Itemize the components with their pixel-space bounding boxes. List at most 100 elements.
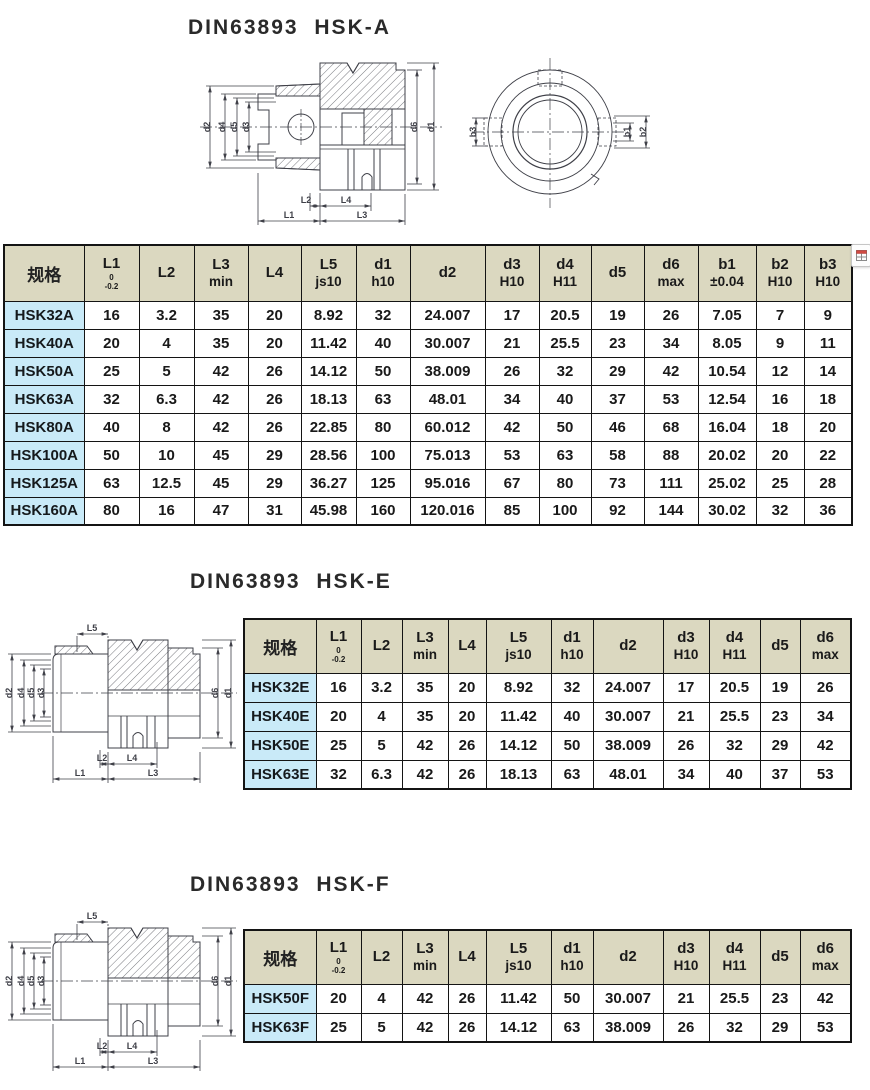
dim-label-d2: d2 — [5, 976, 14, 987]
value-cell: 67 — [484, 468, 540, 498]
value-cell: 4 — [138, 328, 195, 358]
value-cell: 35 — [401, 672, 449, 703]
dim-label-l1: L1 — [284, 210, 295, 220]
value-cell: 40 — [355, 328, 411, 358]
value-cell: 144 — [643, 496, 699, 526]
value-cell: 25 — [755, 468, 805, 498]
value-cell: 28.56 — [300, 440, 357, 470]
value-cell: 16.04 — [697, 412, 757, 442]
value-cell: 10.54 — [697, 356, 757, 386]
value-cell: 3.2 — [138, 300, 195, 330]
value-cell: 28 — [803, 468, 853, 498]
value-cell: 12 — [755, 356, 805, 386]
value-cell: 29 — [590, 356, 645, 386]
dim-label-d5: d5 — [26, 976, 36, 987]
value-cell: 30.007 — [592, 983, 664, 1014]
value-cell: 125 — [355, 468, 411, 498]
value-cell: 16 — [138, 496, 195, 526]
spec-cell: HSK63A — [3, 384, 85, 414]
value-cell: 35 — [193, 300, 249, 330]
value-cell: 11.42 — [485, 983, 552, 1014]
value-cell: 29 — [247, 440, 302, 470]
value-cell: 31 — [247, 496, 302, 526]
value-cell: 20 — [83, 328, 140, 358]
value-cell: 32 — [538, 356, 592, 386]
value-cell: 26 — [447, 1012, 487, 1043]
column-header-L4: L4 — [447, 618, 487, 674]
spec-cell: HSK80A — [3, 412, 85, 442]
dim-label-d4: d4 — [217, 122, 227, 133]
value-cell: 21 — [484, 328, 540, 358]
value-cell: 53 — [484, 440, 540, 470]
value-cell: 30.02 — [697, 496, 757, 526]
value-cell: 48.01 — [592, 759, 664, 790]
value-cell: 18.13 — [300, 384, 357, 414]
value-cell: 42 — [401, 983, 449, 1014]
value-cell: 45 — [193, 440, 249, 470]
value-cell: 34 — [799, 701, 852, 732]
column-header-L2: L2 — [360, 929, 403, 985]
table-tool-icon[interactable] — [851, 244, 870, 267]
value-cell: 17 — [484, 300, 540, 330]
value-cell: 26 — [247, 356, 302, 386]
value-cell: 38.009 — [592, 730, 664, 761]
value-cell: 20 — [247, 300, 302, 330]
value-cell: 60.012 — [409, 412, 486, 442]
value-cell: 20.02 — [697, 440, 757, 470]
value-cell: 9 — [755, 328, 805, 358]
value-cell: 36 — [803, 496, 853, 526]
value-cell: 20 — [803, 412, 853, 442]
value-cell: 40 — [83, 412, 140, 442]
value-cell: 35 — [401, 701, 449, 732]
orientation-notch — [590, 173, 600, 186]
value-cell: 26 — [447, 730, 487, 761]
dim-label-d4: d4 — [16, 688, 26, 699]
column-header-b1: b1±0.04 — [697, 244, 757, 302]
value-cell: 30.007 — [592, 701, 664, 732]
spec-cell: HSK100A — [3, 440, 85, 470]
value-cell: 18.13 — [485, 759, 552, 790]
value-cell: 25 — [315, 730, 362, 761]
dim-label-d1: d1 — [223, 976, 233, 987]
dim-label-d6: d6 — [409, 122, 419, 133]
dim-label-l5: L5 — [87, 911, 98, 921]
value-cell: 92 — [590, 496, 645, 526]
dim-label-d6: d6 — [210, 976, 220, 987]
value-cell: 63 — [538, 440, 592, 470]
value-cell: 11.42 — [485, 701, 552, 732]
value-cell: 42 — [643, 356, 699, 386]
dim-label-d3: d3 — [36, 688, 46, 699]
value-cell: 26 — [662, 1012, 710, 1043]
dim-label-b1: b1 — [622, 127, 632, 138]
value-cell: 40 — [708, 759, 761, 790]
value-cell: 8 — [138, 412, 195, 442]
value-cell: 11 — [803, 328, 853, 358]
value-cell: 42 — [193, 356, 249, 386]
section-title-hsk-f: DIN63893 HSK-F — [190, 873, 391, 896]
keyway-top — [537, 69, 563, 87]
value-cell: 50 — [550, 730, 594, 761]
value-cell: 63 — [355, 384, 411, 414]
value-cell: 42 — [401, 759, 449, 790]
value-cell: 26 — [799, 672, 852, 703]
value-cell: 50 — [355, 356, 411, 386]
value-cell: 9 — [803, 300, 853, 330]
dim-label-b2: b2 — [638, 127, 648, 138]
value-cell: 20.5 — [538, 300, 592, 330]
value-cell: 25 — [315, 1012, 362, 1043]
keyway-right — [597, 117, 617, 147]
spec-cell: HSK32E — [243, 672, 317, 703]
